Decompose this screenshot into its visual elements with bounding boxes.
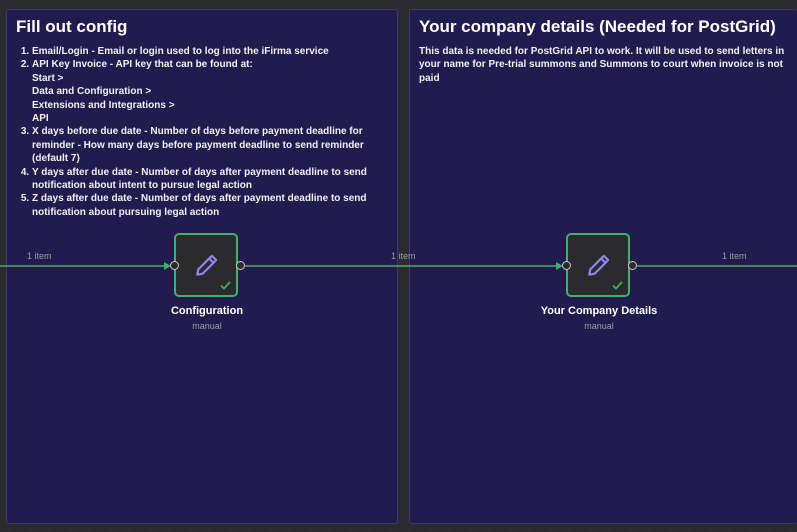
edge-in-arrow <box>164 262 171 270</box>
note-body: This data is needed for PostGrid API to … <box>419 45 787 85</box>
list-item: Email/Login - Email or login used to log… <box>32 45 387 58</box>
edge-label-in: 1 item <box>27 251 52 261</box>
note-title: Your company details (Needed for PostGri… <box>419 17 776 36</box>
input-handle[interactable] <box>562 261 571 270</box>
api-path-step: API <box>32 113 49 125</box>
note-title: Fill out config <box>16 17 128 36</box>
list-item: API Key Invoice - API key that can be fo… <box>32 58 387 125</box>
edge-label-middle: 1 item <box>391 251 416 261</box>
note-body: Email/Login - Email or login used to log… <box>16 45 387 219</box>
check-icon <box>612 281 623 290</box>
output-handle[interactable] <box>236 261 245 270</box>
note-paragraph: This data is needed for PostGrid API to … <box>419 46 785 84</box>
list-item: X days before due date - Number of days … <box>32 125 387 165</box>
edge-middle-arrow <box>556 262 563 270</box>
node-company-details[interactable] <box>566 233 630 297</box>
edge-label-out: 1 item <box>722 251 747 261</box>
pencil-icon <box>588 254 610 276</box>
input-handle[interactable] <box>170 261 179 270</box>
config-list: Email/Login - Email or login used to log… <box>16 45 387 219</box>
node-name: Configuration <box>170 305 244 317</box>
list-item-text: API Key Invoice - API key that can be fo… <box>32 59 253 71</box>
check-icon <box>220 281 231 290</box>
api-path-step: Extensions and Integrations > <box>32 99 175 111</box>
node-subtitle: manual <box>584 321 614 331</box>
api-path-step: Start > <box>32 72 64 84</box>
list-item: Y days after due date - Number of days a… <box>32 166 387 193</box>
node-name: Your Company Details <box>540 305 658 317</box>
pencil-icon <box>196 254 218 276</box>
node-subtitle: manual <box>192 321 222 331</box>
api-path-step: Data and Configuration > <box>32 86 152 98</box>
list-item: Z days after due date - Number of days a… <box>32 192 387 219</box>
node-configuration[interactable] <box>174 233 238 297</box>
output-handle[interactable] <box>628 261 637 270</box>
